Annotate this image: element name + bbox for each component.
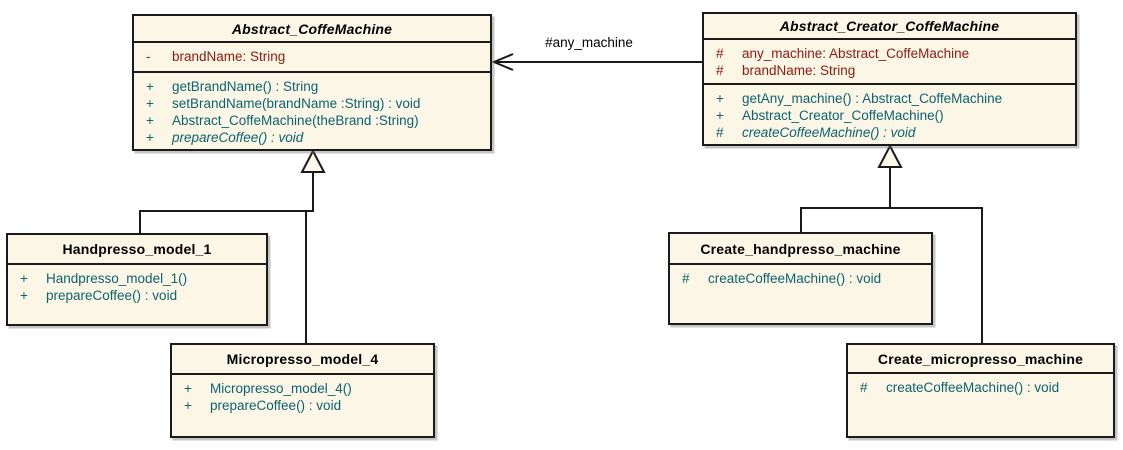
class-micropresso-model-4[interactable]: Micropresso_model_4 + Micropresso_model_…: [170, 343, 435, 438]
visibility-marker: +: [716, 91, 724, 106]
method-text: Abstract_Creator_CoffeMachine(): [742, 108, 944, 123]
class-title: Abstract_Creator_CoffeMachine: [704, 14, 1075, 40]
visibility-marker: +: [184, 381, 192, 396]
methods-compartment: + getAny_machine() : Abstract_CoffeMachi…: [704, 85, 1075, 144]
visibility-marker: +: [20, 288, 28, 303]
class-abstract-creator-coffemachine[interactable]: Abstract_Creator_CoffeMachine # any_mach…: [702, 12, 1077, 146]
method-text: prepareCoffee() : void: [210, 398, 342, 413]
methods-compartment: + Handpresso_model_1() + prepareCoffee()…: [8, 265, 266, 324]
method-text: Micropresso_model_4(): [210, 381, 352, 396]
methods-compartment: + getBrandName() : String + setBrandName…: [134, 73, 490, 149]
method-row: # createCoffeeMachine() : void: [682, 270, 927, 287]
method-row: + prepareCoffee() : void: [146, 129, 486, 146]
attribute-text: brandName: String: [172, 49, 286, 64]
method-text: Abstract_CoffeMachine(theBrand :String): [172, 113, 419, 128]
attribute-row: - brandName: String: [146, 48, 486, 65]
visibility-marker: #: [716, 125, 724, 140]
generalization-triangle-icon: [300, 148, 326, 173]
method-text: prepareCoffee() : void: [46, 288, 178, 303]
method-text: createCoffeeMachine() : void: [708, 271, 882, 286]
methods-compartment: # createCoffeeMachine() : void: [848, 374, 1113, 436]
method-row: + getAny_machine() : Abstract_CoffeMachi…: [716, 90, 1071, 107]
class-title: Handpresso_model_1: [8, 235, 266, 265]
method-text: createCoffeeMachine() : void: [886, 380, 1060, 395]
method-row: + setBrandName(brandName :String) : void: [146, 95, 486, 112]
association-label: #any_machine: [545, 35, 633, 50]
generalization-triangle-icon: [877, 143, 903, 168]
visibility-marker: +: [146, 79, 154, 94]
generalization-edge-right[interactable]: [800, 143, 983, 344]
method-row: + prepareCoffee() : void: [184, 397, 429, 414]
attribute-row: # brandName: String: [716, 62, 1071, 79]
visibility-marker: +: [146, 130, 154, 145]
attributes-compartment: # any_machine: Abstract_CoffeMachine # b…: [704, 40, 1075, 85]
class-create-handpresso-machine[interactable]: Create_handpresso_machine # createCoffee…: [668, 232, 933, 325]
method-row: # createCoffeeMachine() : void: [860, 379, 1109, 396]
visibility-marker: +: [184, 398, 192, 413]
method-text: Handpresso_model_1(): [46, 271, 188, 286]
visibility-marker: #: [716, 46, 724, 61]
generalization-edge-left[interactable]: [139, 148, 326, 344]
visibility-marker: +: [716, 108, 724, 123]
method-text: getBrandName() : String: [172, 79, 319, 94]
visibility-marker: +: [146, 96, 154, 111]
class-title: Abstract_CoffeMachine: [134, 16, 490, 43]
attribute-row: # any_machine: Abstract_CoffeMachine: [716, 45, 1071, 62]
visibility-marker: -: [146, 49, 151, 64]
association-edge-any-machine[interactable]: [491, 53, 702, 71]
class-handpresso-model-1[interactable]: Handpresso_model_1 + Handpresso_model_1(…: [6, 233, 268, 326]
methods-compartment: # createCoffeeMachine() : void: [670, 265, 931, 323]
method-row: + getBrandName() : String: [146, 78, 486, 95]
method-text: createCoffeeMachine() : void: [742, 125, 916, 140]
visibility-marker: #: [860, 380, 868, 395]
open-arrowhead-icon: [491, 53, 514, 71]
visibility-marker: #: [682, 271, 690, 286]
class-title: Micropresso_model_4: [172, 345, 433, 375]
class-abstract-coffemachine[interactable]: Abstract_CoffeMachine - brandName: Strin…: [132, 14, 492, 151]
visibility-marker: #: [716, 63, 724, 78]
attribute-text: brandName: String: [742, 63, 856, 78]
methods-compartment: + Micropresso_model_4() + prepareCoffee(…: [172, 375, 433, 436]
method-row: + Handpresso_model_1(): [20, 270, 262, 287]
visibility-marker: +: [146, 113, 154, 128]
method-row: + Abstract_Creator_CoffeMachine(): [716, 107, 1071, 124]
visibility-marker: +: [20, 271, 28, 286]
method-row: # createCoffeeMachine() : void: [716, 124, 1071, 141]
class-title: Create_handpresso_machine: [670, 234, 931, 265]
method-text: getAny_machine() : Abstract_CoffeMachine: [742, 91, 1003, 106]
method-row: + Abstract_CoffeMachine(theBrand :String…: [146, 112, 486, 129]
method-row: + Micropresso_model_4(): [184, 380, 429, 397]
method-text: prepareCoffee() : void: [172, 130, 304, 145]
attributes-compartment: - brandName: String: [134, 43, 490, 73]
method-text: setBrandName(brandName :String) : void: [172, 96, 421, 111]
class-create-micropresso-machine[interactable]: Create_micropresso_machine # createCoffe…: [846, 343, 1115, 438]
class-title: Create_micropresso_machine: [848, 345, 1113, 374]
attribute-text: any_machine: Abstract_CoffeMachine: [742, 46, 970, 61]
method-row: + prepareCoffee() : void: [20, 287, 262, 304]
